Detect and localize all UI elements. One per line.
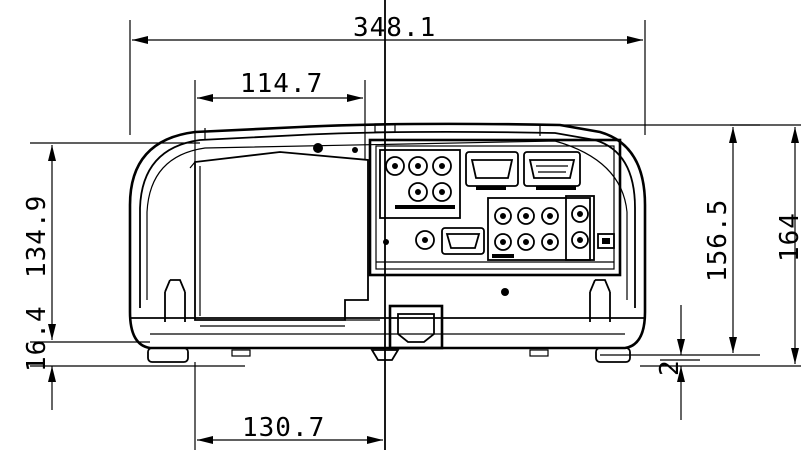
dimension-rear-panel-width (194, 80, 366, 162)
dimension-overall-width (129, 20, 646, 135)
dimension-right-vertical (560, 124, 801, 420)
label-overall-width: 348.1 (353, 13, 436, 43)
label-foot-height: 16.4 (22, 305, 52, 372)
label-body-height-left: 134.9 (22, 195, 52, 278)
dimension-center-offset (194, 362, 383, 450)
label-rear-panel-width: 114.7 (240, 69, 323, 99)
lamp-cover-panel (189, 151, 380, 321)
power-inlet (388, 304, 444, 350)
label-center-offset: 130.7 (242, 413, 325, 443)
dimension-left-vertical (30, 142, 245, 410)
feet (147, 347, 631, 363)
label-foot-clearance: 2 (655, 359, 685, 376)
projector-body (128, 122, 647, 350)
label-overall-height: 164 (775, 212, 801, 262)
label-rear-height: 156.5 (703, 199, 733, 282)
connector-panel (368, 138, 622, 296)
